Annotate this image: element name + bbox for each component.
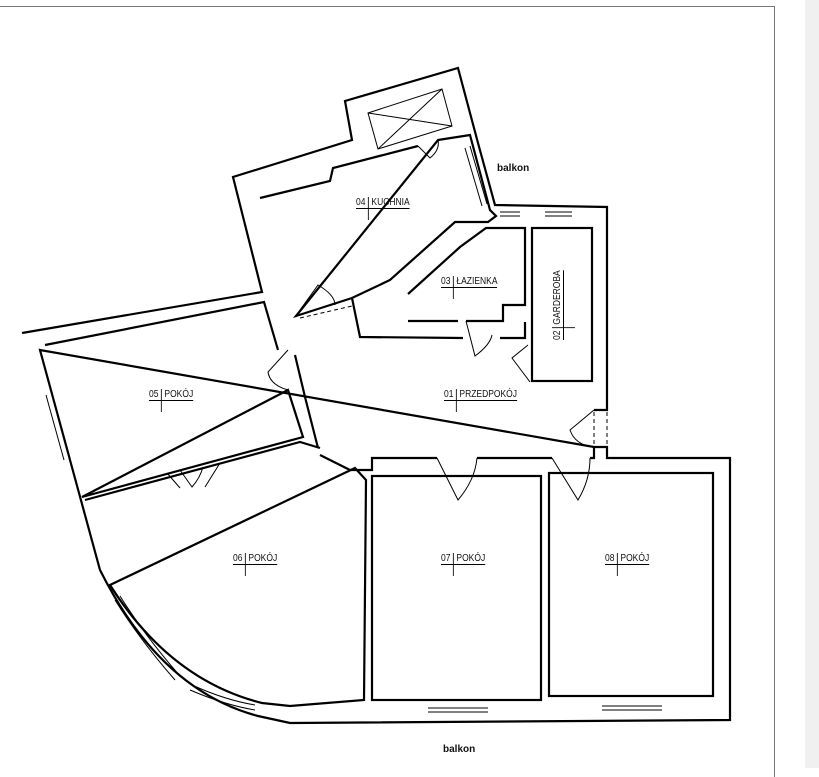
room-08-wall bbox=[547, 471, 715, 698]
balcony-label-bottom: balkon bbox=[443, 744, 476, 755]
outer-wall bbox=[21, 66, 732, 725]
drawing-frame bbox=[0, 6, 775, 777]
door-swing-dashed bbox=[299, 305, 608, 446]
hall-bathroom-wall bbox=[350, 297, 527, 340]
ventilation-shaft bbox=[367, 88, 453, 150]
bathroom-wall bbox=[407, 226, 527, 323]
window bbox=[45, 145, 662, 713]
scrollbar-track[interactable] bbox=[805, 0, 819, 768]
room-05-wall bbox=[44, 300, 305, 499]
kitchen-wall bbox=[259, 133, 498, 319]
wardrobe-wall bbox=[530, 226, 594, 383]
door bbox=[166, 139, 595, 501]
room-07-wall bbox=[370, 474, 543, 702]
room-06-wall bbox=[84, 440, 368, 708]
hall-wall bbox=[293, 354, 596, 472]
balcony-label-top: balkon bbox=[497, 163, 530, 174]
